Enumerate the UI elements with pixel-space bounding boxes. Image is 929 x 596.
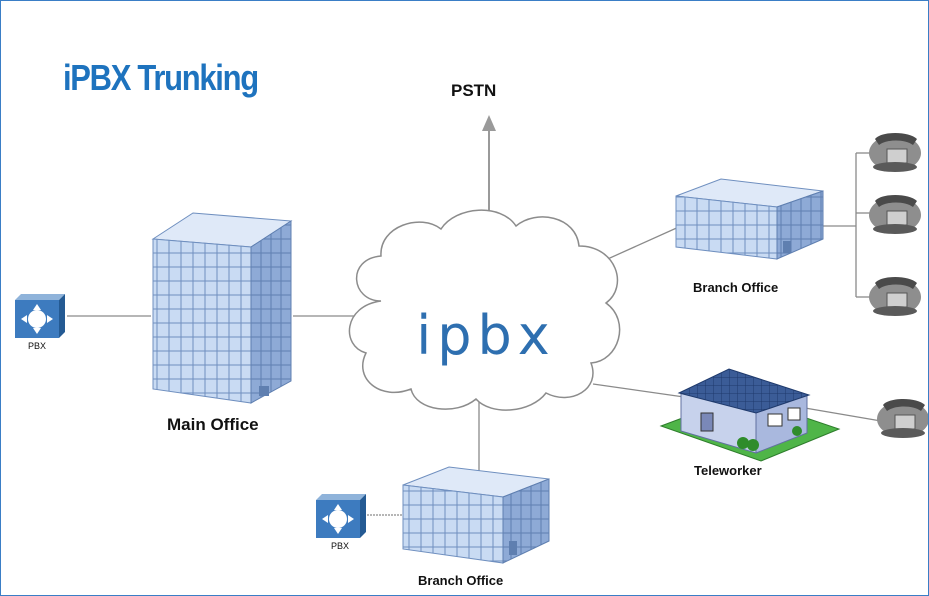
phone-icon bbox=[869, 133, 921, 172]
link-teleworker-phone bbox=[804, 407, 882, 422]
cloud-label: ipbx bbox=[416, 304, 556, 367]
cloud-icon: ipbx bbox=[348, 209, 621, 411]
house-icon bbox=[659, 368, 841, 462]
branch-office-bottom-label: Branch Office bbox=[418, 573, 504, 588]
pbx-bottom-label: PBX bbox=[331, 541, 350, 551]
teleworker-label: Teleworker bbox=[694, 463, 762, 478]
building-icon bbox=[151, 212, 293, 404]
phone-icon bbox=[877, 399, 928, 438]
pbx-icon bbox=[316, 494, 366, 538]
main-office-label: Main Office bbox=[167, 415, 259, 434]
branch-office-top-label: Branch Office bbox=[693, 280, 779, 295]
phone-icon bbox=[869, 277, 921, 316]
building-icon bbox=[402, 466, 550, 564]
pstn-label: PSTN bbox=[451, 81, 497, 100]
pbx-left-label: PBX bbox=[28, 341, 47, 351]
page-title: iPBX Trunking bbox=[63, 57, 259, 98]
building-icon bbox=[675, 178, 824, 260]
pbx-icon bbox=[15, 294, 65, 338]
link-cloud-teleworker bbox=[592, 383, 692, 399]
phone-icon bbox=[869, 195, 921, 234]
